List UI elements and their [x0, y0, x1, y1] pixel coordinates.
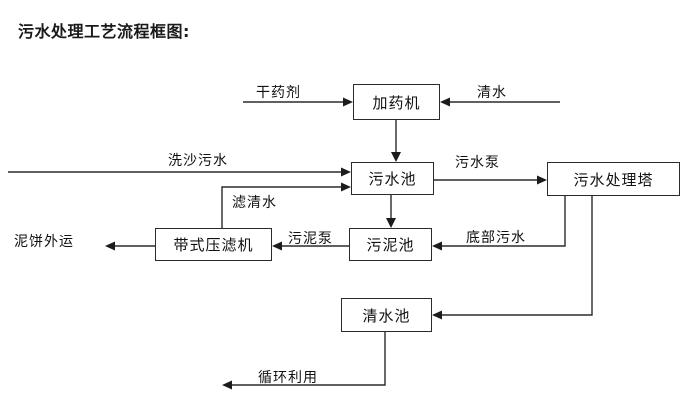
edge-tower-to-clean-water-pool	[440, 196, 593, 316]
arrowhead-dosing-down	[391, 152, 401, 162]
node-dosing-machine[interactable]: 加药机	[353, 84, 440, 120]
node-belt-filter-press[interactable]: 带式压滤机	[155, 228, 272, 261]
edge-label-wastewater-pump: 污水泵	[455, 155, 500, 171]
node-sludge-pool[interactable]: 污泥池	[349, 228, 432, 261]
arrowhead-sandwash	[341, 167, 351, 177]
arrowhead-dry-chemical	[343, 97, 353, 107]
terminal-mud-cake-transport: 泥饼外运	[14, 234, 74, 250]
arrowhead-bottom-wastewater	[432, 241, 442, 251]
arrowhead-to-sludge-pool	[386, 218, 396, 228]
terminal-clean-water-input: 清水	[477, 85, 507, 101]
terminal-sand-wash-water: 洗沙污水	[168, 153, 228, 169]
edge-label-filtered-clear-water: 滤清水	[232, 195, 277, 211]
node-clean-water-pool[interactable]: 清水池	[341, 298, 432, 332]
edge-label-sludge-pump: 污泥泵	[288, 231, 333, 247]
edge-label-bottom-wastewater: 底部污水	[466, 230, 526, 246]
arrowhead-clean-water-pool	[432, 310, 442, 320]
terminal-dry-chemical: 干药剂	[256, 85, 301, 101]
arrowhead-recycle-reuse	[222, 380, 232, 390]
edge-label-recycle-reuse: 循环利用	[258, 370, 318, 386]
arrowhead-wastewater-pump	[537, 175, 547, 185]
arrowhead-mudcake	[105, 241, 115, 251]
arrowhead-clean-water	[440, 97, 450, 107]
node-wastewater-pool[interactable]: 污水池	[351, 162, 434, 195]
page-title: 污水处理工艺流程框图:	[18, 22, 190, 41]
arrowhead-filtered-water	[341, 182, 351, 192]
arrowhead-sludge-pump	[272, 241, 282, 251]
node-treatment-tower[interactable]: 污水处理塔	[547, 162, 680, 196]
